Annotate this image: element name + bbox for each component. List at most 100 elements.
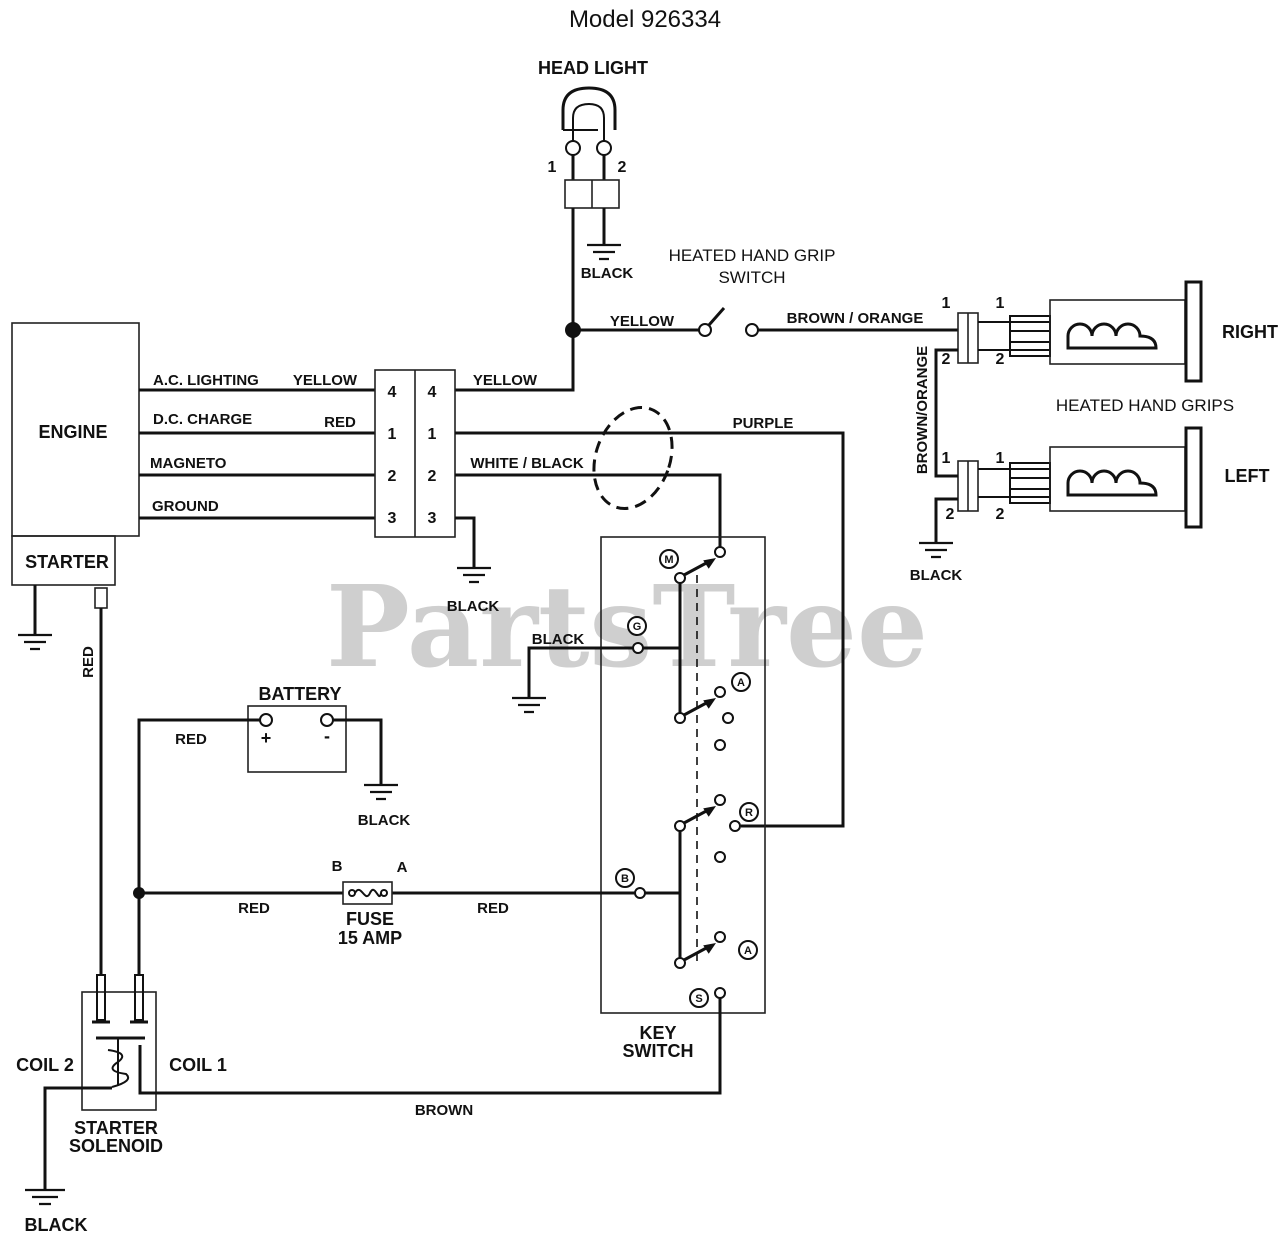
fuse-wire-left-label: RED	[238, 900, 270, 917]
battery-negative-label: -	[324, 726, 330, 746]
starter-box	[11, 535, 116, 586]
grip-switch-wire-in-label: YELLOW	[610, 313, 675, 330]
hand-grips-label: HEATED HAND GRIPS	[1056, 396, 1234, 415]
contact	[674, 820, 686, 832]
headlight-pin-2	[596, 140, 612, 156]
right-grip-pin-2-in: 2	[942, 351, 951, 368]
terminal-r-badge	[739, 802, 759, 822]
battery: BATTERY + - RED BLACK	[133, 684, 410, 975]
terminal-b-label: B	[621, 873, 629, 885]
right-grip-pin-1-in: 1	[942, 295, 951, 312]
white-black-wire	[455, 473, 722, 547]
highlight-ellipse	[592, 406, 674, 510]
diagram-title: Model 926334	[569, 6, 721, 33]
right-grip-plug-lines	[1010, 330, 1050, 343]
contact	[714, 739, 726, 751]
battery-positive-label: +	[261, 728, 272, 748]
terminal-b-badge	[615, 868, 635, 888]
heated-grip-switch: HEATED HAND GRIP SWITCH YELLOW BROWN / O…	[573, 246, 958, 337]
battery-negative-terminal	[320, 713, 334, 727]
fuse-end-b-label: B	[332, 858, 343, 875]
yellow-wire	[455, 208, 575, 392]
key-switch-body	[600, 536, 766, 1014]
battery-body	[247, 705, 347, 773]
solenoid-body	[81, 991, 157, 1111]
engine-label: ENGINE	[38, 422, 107, 442]
ground-icon	[512, 696, 546, 714]
headlight-pin-1-label: 1	[548, 159, 557, 176]
battery-positive-terminal	[259, 713, 273, 727]
right-grip-pin-1-out: 1	[996, 295, 1005, 312]
left-grip-pin-2-out: 2	[996, 506, 1005, 523]
contact	[722, 712, 734, 724]
left-grip: 1 1 2 2 LEFT	[942, 426, 1270, 529]
connector-pin-in: 2	[388, 468, 397, 485]
headlight-ground-label: BLACK	[581, 265, 634, 282]
terminal-m-badge	[659, 549, 679, 569]
grip-switch-contact-right	[745, 323, 759, 337]
left-grip-pin-1-out: 1	[996, 450, 1005, 467]
key-switch-label-line-1: KEY	[639, 1023, 676, 1043]
battery-label: BATTERY	[259, 684, 342, 704]
ground-icon	[457, 566, 491, 584]
battery-black-wire	[333, 718, 383, 785]
connector-ground-wire	[455, 516, 476, 568]
purple-wire-label: PURPLE	[733, 415, 794, 432]
left-grip-heater-coil-icon	[1066, 469, 1158, 497]
starter-solenoid: BROWN COIL 2 COIL 1 STARTER SOLENOID BLA…	[16, 974, 722, 1235]
headlight-pin-1	[565, 140, 581, 156]
headlight-bulb-icon	[561, 86, 617, 130]
connector-pin-in: 1	[388, 426, 397, 443]
connector-pin-out: 4	[428, 384, 437, 401]
terminal-s-label: S	[695, 993, 702, 1005]
contact	[714, 686, 726, 698]
battery-positive-wire-label: RED	[175, 731, 207, 748]
solenoid-terminal-left	[96, 974, 106, 1021]
right-grip-leads	[978, 321, 1050, 351]
battery-negative-wire-label: BLACK	[358, 812, 411, 829]
watermark: PartsTree	[326, 562, 928, 693]
lead-ac-lighting-label: A.C. LIGHTING	[153, 372, 259, 389]
engine-lead-wires	[139, 388, 375, 520]
contact	[714, 851, 726, 863]
contact	[714, 987, 726, 999]
terminal-r-label: R	[745, 807, 753, 819]
contact	[632, 642, 644, 654]
solenoid-coil-icon	[107, 1049, 130, 1088]
coil-1-label: COIL 1	[169, 1055, 227, 1075]
terminal-m-label: M	[664, 554, 673, 566]
right-grip: 1 1 2 2 RIGHT	[942, 280, 1278, 383]
lead-magneto-label: MAGNETO	[150, 455, 227, 472]
contact	[729, 820, 741, 832]
switch-blade-icon	[683, 943, 716, 962]
headlight-label: HEAD LIGHT	[538, 58, 648, 78]
switch-blade-icon	[683, 806, 716, 825]
coil-2-label: COIL 2	[16, 1055, 74, 1075]
left-grip-leads	[978, 468, 1050, 498]
left-grip-label: LEFT	[1225, 466, 1270, 486]
wire-connector: 4 1 2 3 4 1 2 3 YELLOW PURPLE WHITE / BL…	[374, 369, 845, 828]
key-switch-ground-label: BLACK	[532, 631, 585, 648]
fuse-wire-right-label: RED	[477, 900, 509, 917]
fuse-body	[342, 881, 393, 905]
starter-wire-label: RED	[80, 646, 97, 678]
contact	[674, 957, 686, 969]
switch-blade-icon	[683, 698, 716, 717]
lead-ac-lighting-wire-label: YELLOW	[293, 372, 358, 389]
lead-dc-charge-label: D.C. CHARGE	[153, 411, 252, 428]
connector-ground-label: BLACK	[447, 598, 500, 615]
contact	[674, 572, 686, 584]
ground-icon	[364, 783, 398, 801]
engine: ENGINE STARTER A.C. LIGHTING YELLOW D.C.…	[11, 322, 375, 975]
terminal-s-badge	[689, 988, 709, 1008]
terminal-a-upper-badge	[731, 672, 751, 692]
right-grip-label: RIGHT	[1222, 322, 1278, 342]
terminal-a-lower-badge	[738, 940, 758, 960]
connector-pin-out: 1	[428, 426, 437, 443]
solenoid-terminal-right	[134, 974, 144, 1021]
connector-pin-out: 3	[428, 510, 437, 527]
fuse-end-a-label: A	[397, 859, 408, 876]
fuse: B A FUSE 15 AMP RED RED	[139, 858, 635, 948]
grip-switch-label-line-1: HEATED HAND GRIP	[669, 246, 836, 265]
